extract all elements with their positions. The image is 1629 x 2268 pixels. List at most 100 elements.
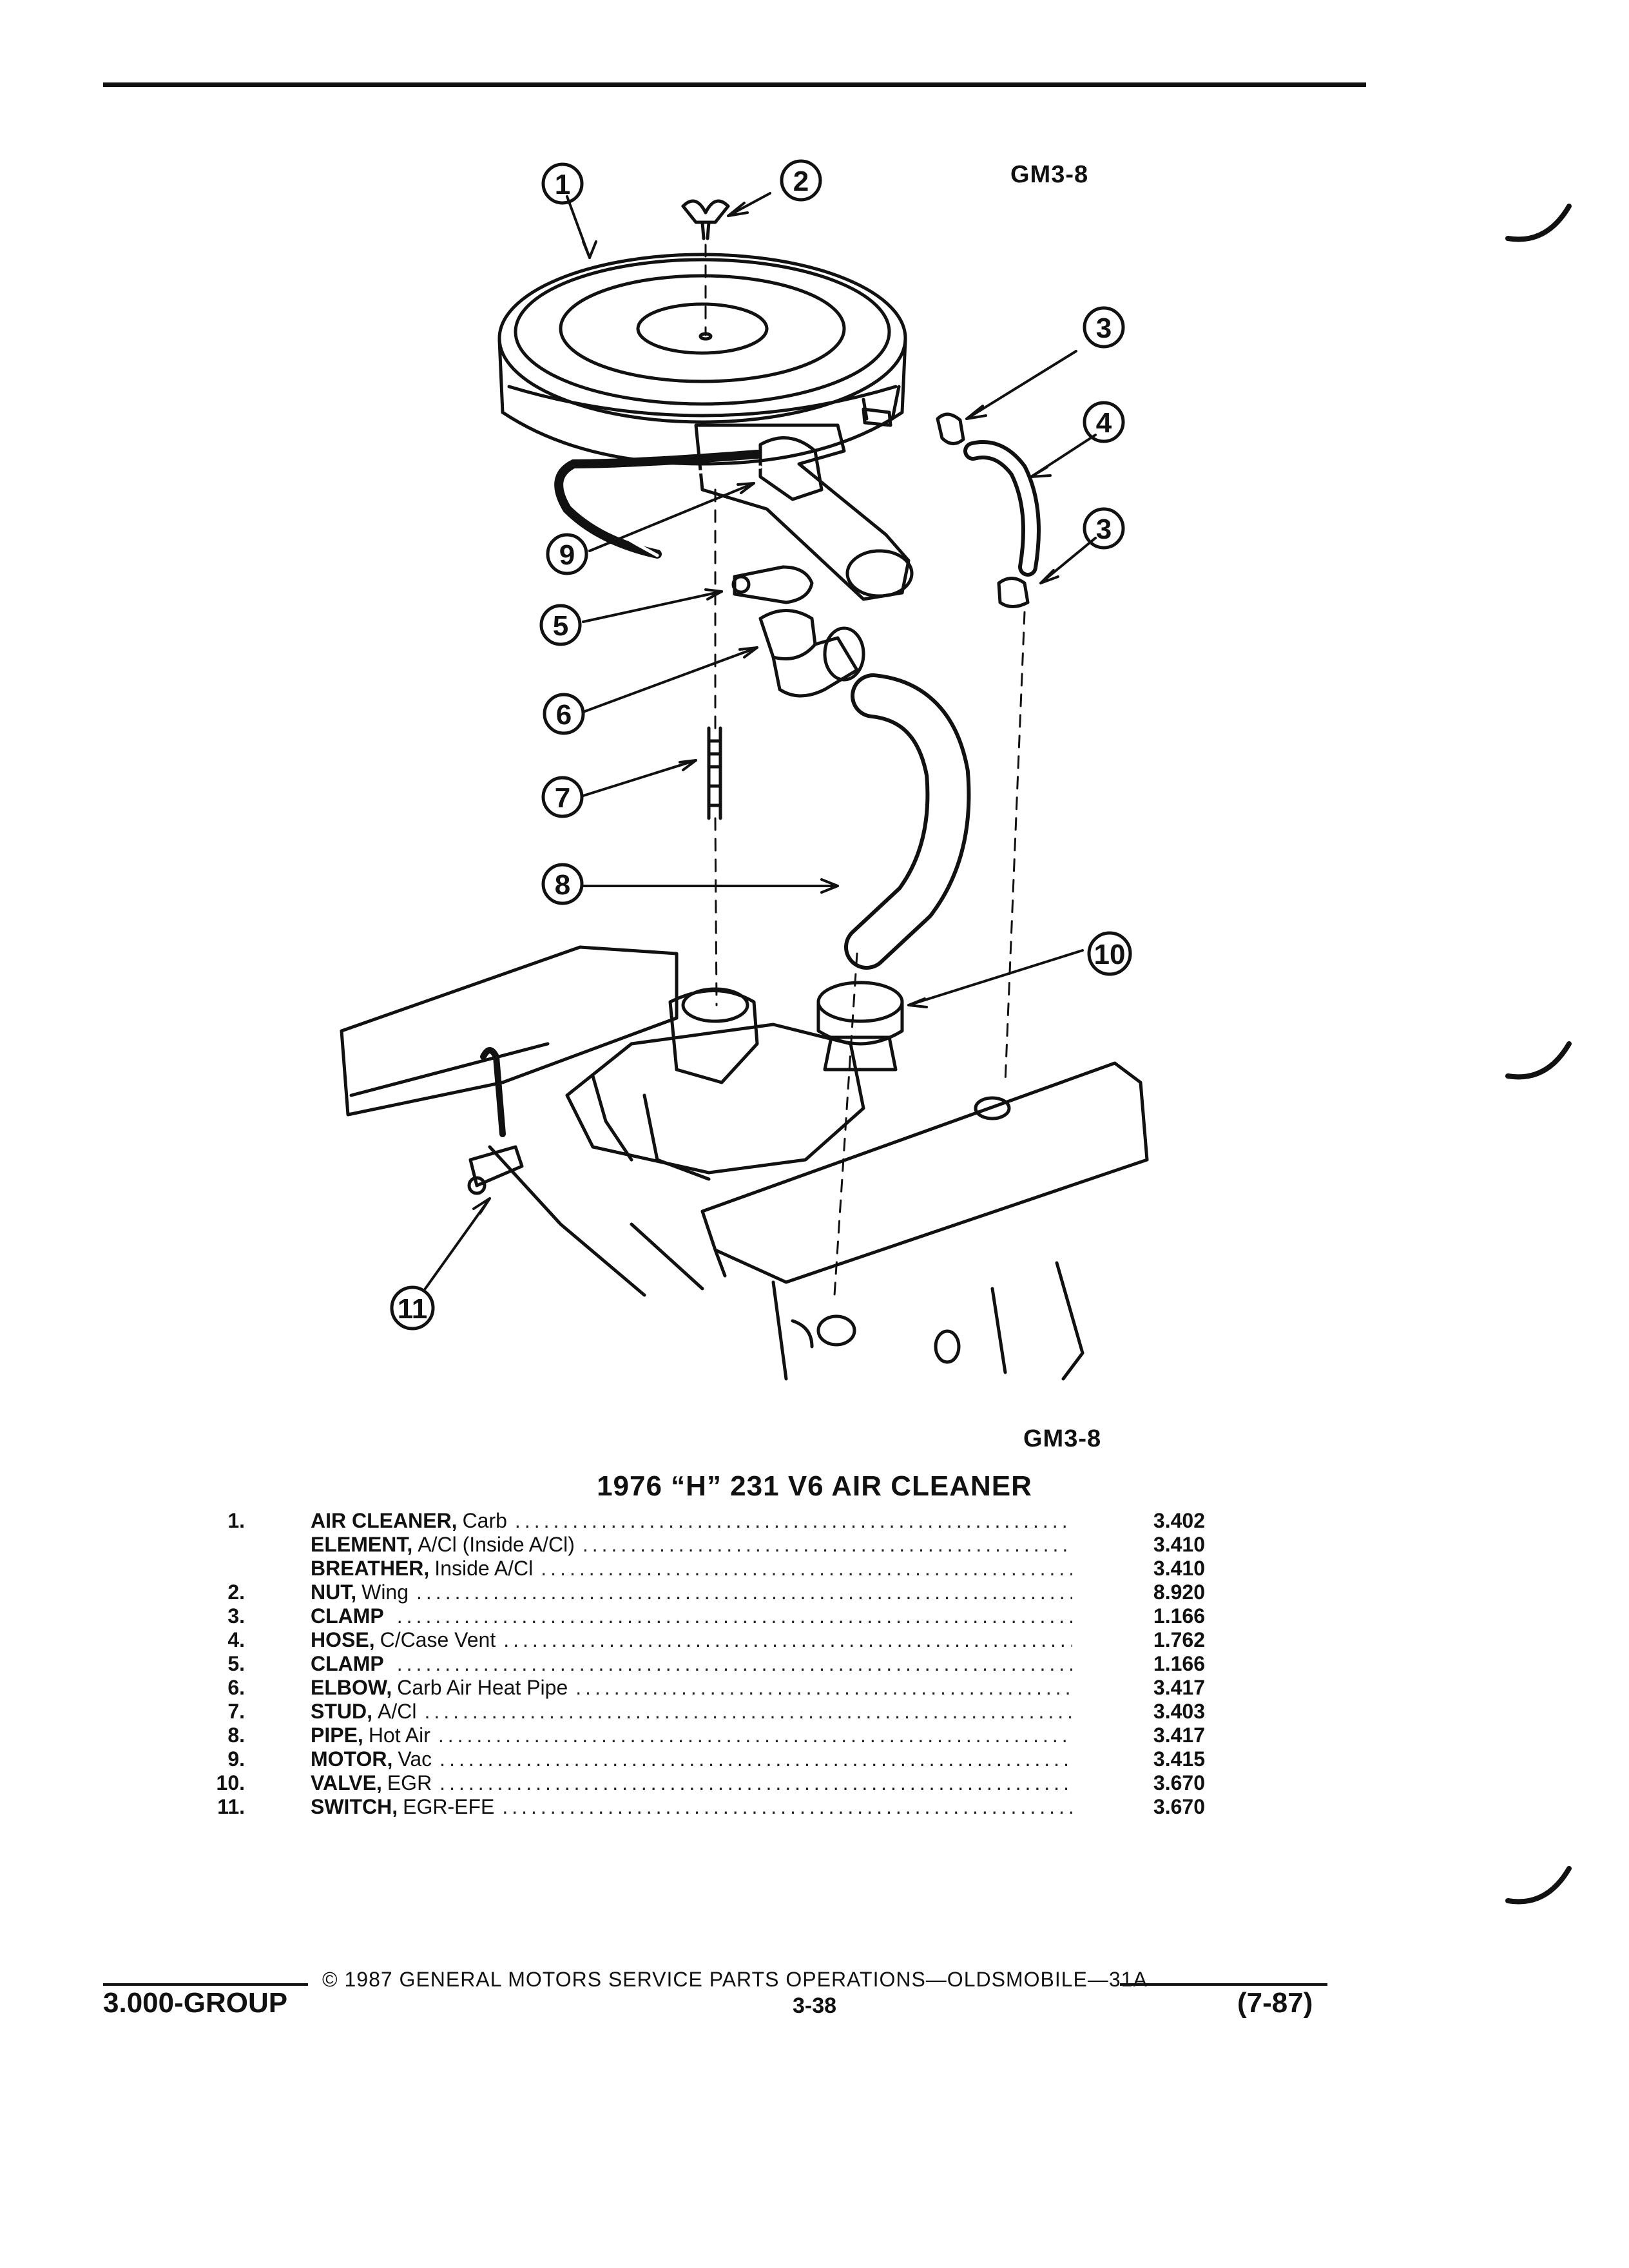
part-name: MOTOR, (311, 1747, 393, 1771)
binding-mark (1505, 204, 1572, 242)
part-name: CLAMP (311, 1604, 384, 1628)
part-description: AIR CLEANER,Carb........................… (311, 1509, 1072, 1533)
binding-mark (1505, 1866, 1572, 1905)
wing-nut-part (681, 199, 730, 240)
part-qualifier: EGR (387, 1771, 432, 1794)
part-row: 10.VALVE,EGR............................… (193, 1771, 1211, 1795)
exploded-diagram: 1 2 3 4 3 5 6 9 7 8 10 11 (340, 159, 1149, 1381)
egr-switch-part (467, 1047, 524, 1195)
part-name: BREATHER, (311, 1557, 430, 1580)
part-row: 9.MOTOR,Vac.............................… (193, 1747, 1211, 1771)
dot-leader: ........................................… (438, 1724, 1072, 1747)
parts-list: 1. AIR CLEANER,Carb......................… (193, 1509, 1211, 1819)
part-description: PIPE,Hot Air............................… (311, 1724, 1072, 1747)
part-row: ELEMENT,A/Cl (Inside A/Cl)..............… (193, 1533, 1211, 1557)
part-number: 3. (227, 1604, 245, 1628)
part-description: VALVE,EGR...............................… (311, 1771, 1072, 1795)
snorkel-part (694, 423, 914, 601)
elbow-part (758, 609, 865, 698)
air-cleaner-part (497, 253, 907, 466)
dot-leader: ........................................… (396, 1652, 1072, 1675)
part-name: AIR CLEANER, (311, 1509, 458, 1532)
part-row: 3. CLAMP.................................… (193, 1604, 1211, 1628)
part-qualifier: Carb (462, 1509, 507, 1532)
part-name: STUD, (311, 1700, 372, 1723)
egr-valve-part (816, 981, 904, 1072)
callout-1: 1 (555, 169, 570, 200)
part-description: CLAMP...................................… (311, 1652, 1072, 1676)
clamp-part (936, 412, 965, 445)
part-number: 2. (227, 1581, 245, 1604)
part-number: 8. (227, 1724, 245, 1747)
dot-leader: ........................................… (424, 1700, 1072, 1723)
part-code: 3.403 (1153, 1700, 1205, 1723)
part-number: 7. (227, 1700, 245, 1723)
parts-list-title: 1976 “H” 231 V6 AIR CLEANER (597, 1470, 1032, 1502)
part-qualifier: A/Cl (Inside A/Cl) (418, 1533, 575, 1556)
callout-4: 4 (1096, 407, 1112, 439)
part-code: 3.417 (1153, 1724, 1205, 1747)
footer-revision-date: (7-87) (1237, 1987, 1313, 2019)
part-number: 1. (227, 1509, 245, 1532)
part-code: 3.402 (1153, 1509, 1205, 1532)
vacuum-hose-part (554, 450, 762, 559)
part-description: STUD,A/Cl...............................… (311, 1700, 1072, 1724)
part-row: 6.ELBOW,Carb Air Heat Pipe..............… (193, 1676, 1211, 1700)
stud-part (707, 726, 722, 820)
part-description: CLAMP...................................… (311, 1604, 1072, 1628)
part-name: VALVE, (311, 1771, 382, 1794)
part-description: BREATHER,Inside A/Cl....................… (311, 1557, 1072, 1581)
part-code: 3.415 (1153, 1747, 1205, 1771)
part-code: 3.670 (1153, 1771, 1205, 1794)
dot-leader: ........................................… (416, 1581, 1072, 1604)
part-code: 3.417 (1153, 1676, 1205, 1699)
callout-8: 8 (555, 869, 570, 901)
part-code: 1.762 (1153, 1628, 1205, 1651)
part-qualifier: Wing (361, 1581, 409, 1604)
dot-leader: ........................................… (503, 1628, 1072, 1651)
callout-6: 6 (556, 699, 572, 731)
part-row: 8. PIPE,Hot Air..........................… (193, 1724, 1211, 1747)
callout-5: 5 (553, 610, 568, 642)
part-qualifier: Inside A/Cl (434, 1557, 534, 1580)
callout-7: 7 (555, 782, 570, 814)
part-name: ELEMENT, (311, 1533, 413, 1556)
engine-block (340, 945, 1149, 1381)
part-row: 5.CLAMP.................................… (193, 1652, 1211, 1676)
callout-9: 9 (559, 539, 575, 571)
clamp-part (997, 577, 1030, 608)
figure-code-bottom: GM3-8 (1023, 1425, 1102, 1452)
dot-leader: ........................................… (575, 1676, 1072, 1699)
part-code: 3.410 (1153, 1533, 1205, 1556)
part-description: MOTOR,Vac...............................… (311, 1747, 1072, 1771)
callout-3: 3 (1096, 312, 1112, 344)
footer-group-code: 3.000-GROUP (103, 1987, 288, 2019)
part-description: NUT,Wing................................… (311, 1581, 1072, 1604)
clamp-part (733, 565, 814, 604)
dot-leader: ........................................… (502, 1795, 1072, 1818)
part-description: ELEMENT,A/Cl (Inside A/Cl)..............… (311, 1533, 1072, 1557)
part-number: 4. (227, 1628, 245, 1651)
part-description: SWITCH,EGR-EFE..........................… (311, 1795, 1072, 1819)
figure-code-top: GM3-8 (1010, 161, 1089, 188)
part-qualifier: Hot Air (368, 1724, 430, 1747)
part-row: 4. HOSE,C/Case Vent......................… (193, 1628, 1211, 1652)
part-code: 8.920 (1153, 1581, 1205, 1604)
dot-leader: ........................................… (396, 1604, 1072, 1628)
part-number: 11. (217, 1795, 245, 1818)
part-name: CLAMP (311, 1652, 384, 1675)
part-qualifier: Vac (398, 1747, 432, 1771)
part-name: SWITCH, (311, 1795, 398, 1818)
part-row: 1. AIR CLEANER,Carb......................… (193, 1509, 1211, 1533)
binding-mark (1505, 1041, 1572, 1080)
part-description: HOSE,C/Case Vent........................… (311, 1628, 1072, 1652)
callout-3-lower: 3 (1096, 514, 1112, 545)
part-name: PIPE, (311, 1724, 363, 1747)
dot-leader: ........................................… (514, 1509, 1072, 1532)
part-row: 7. STUD,A/Cl.............................… (193, 1700, 1211, 1724)
top-rule (103, 82, 1366, 87)
dot-leader: ........................................… (541, 1557, 1072, 1580)
part-code: 3.410 (1153, 1557, 1205, 1580)
dot-leader: ........................................… (582, 1533, 1072, 1556)
part-name: ELBOW, (311, 1676, 392, 1699)
